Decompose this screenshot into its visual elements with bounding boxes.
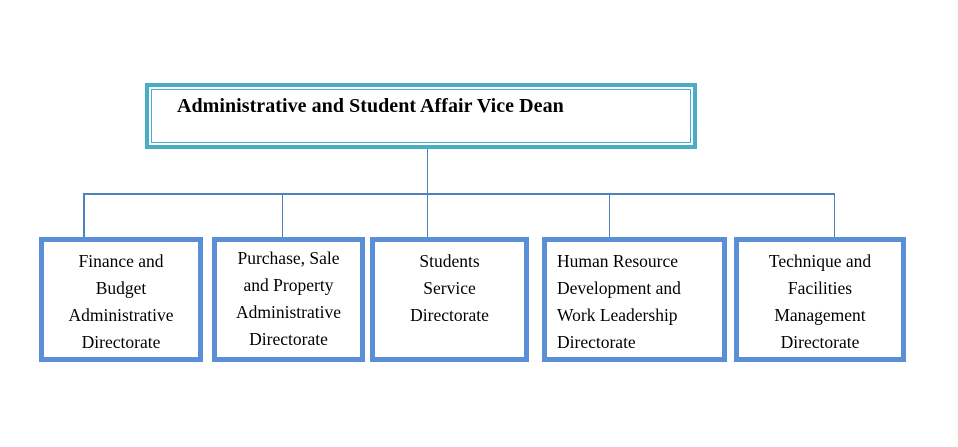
- label-line: Development and: [557, 278, 681, 298]
- child-node-label: Finance and Budget Administrative Direct…: [48, 248, 194, 356]
- label-line: Human Resource: [557, 251, 679, 271]
- label-line: Facilities: [787, 278, 853, 298]
- connector-horizontal-bus: [83, 193, 835, 195]
- label-line: Directorate: [249, 329, 328, 349]
- label-line: Purchase, Sale: [237, 248, 340, 268]
- child-node-technique-facilities: Technique and Facilities Management Dire…: [734, 237, 906, 362]
- child-node-human-resource: Human Resource Development and Work Lead…: [542, 237, 727, 362]
- label-line: Management: [774, 305, 866, 325]
- label-line: Budget: [95, 278, 147, 298]
- connector-drop-human-resource: [608, 193, 610, 237]
- connector-drop-purchase: [281, 193, 283, 237]
- label-line: Directorate: [81, 332, 161, 352]
- label-line: Work Leadership: [557, 305, 678, 325]
- label-line: and Property: [243, 275, 334, 295]
- child-node-label: Technique and Facilities Management Dire…: [743, 248, 897, 356]
- child-node-label: Purchase, Sale and Property Administrati…: [221, 245, 356, 353]
- root-node-vice-dean: Administrative and Student Affair Vice D…: [145, 83, 697, 149]
- label-line: Technique and: [768, 251, 872, 271]
- label-line: Directorate: [557, 332, 636, 352]
- label-line: Students: [419, 251, 480, 271]
- label-line: Finance and: [78, 251, 164, 271]
- child-node-finance-budget: Finance and Budget Administrative Direct…: [39, 237, 203, 362]
- connector-drop-finance: [83, 193, 85, 237]
- label-line: Administrative: [68, 305, 174, 325]
- child-node-purchase-sale-property: Purchase, Sale and Property Administrati…: [212, 237, 365, 362]
- label-line: Directorate: [780, 332, 860, 352]
- root-node-inner-border: [151, 89, 691, 143]
- label-line: Administrative: [236, 302, 341, 322]
- connector-drop-technique: [833, 193, 835, 237]
- child-node-label: Students Service Directorate: [379, 248, 520, 329]
- root-node-title: Administrative and Student Affair Vice D…: [177, 95, 564, 117]
- child-node-students-service: Students Service Directorate: [370, 237, 529, 362]
- child-node-label: Human Resource Development and Work Lead…: [557, 248, 718, 356]
- label-line: Directorate: [410, 305, 489, 325]
- label-line: Service: [423, 278, 476, 298]
